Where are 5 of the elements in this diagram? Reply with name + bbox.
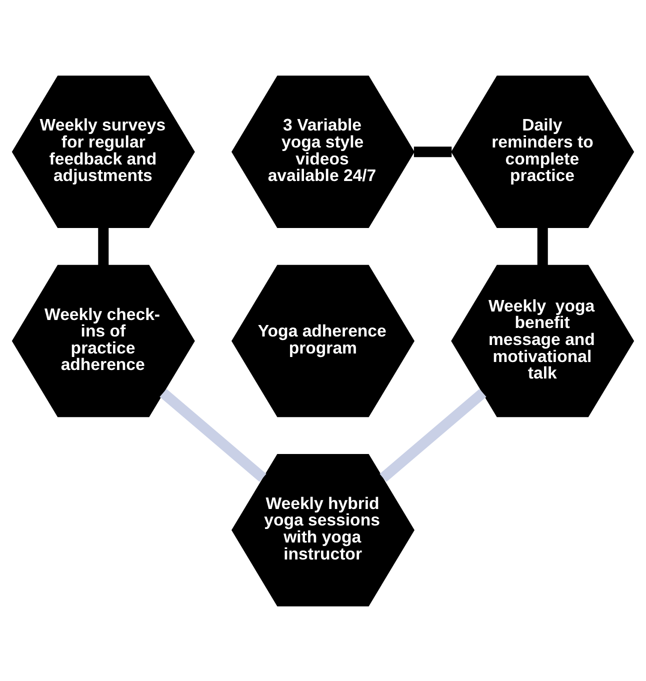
connector: [537, 227, 548, 265]
connector: [380, 388, 486, 482]
connector: [98, 227, 109, 265]
connector: [160, 388, 266, 482]
connector: [414, 146, 452, 157]
